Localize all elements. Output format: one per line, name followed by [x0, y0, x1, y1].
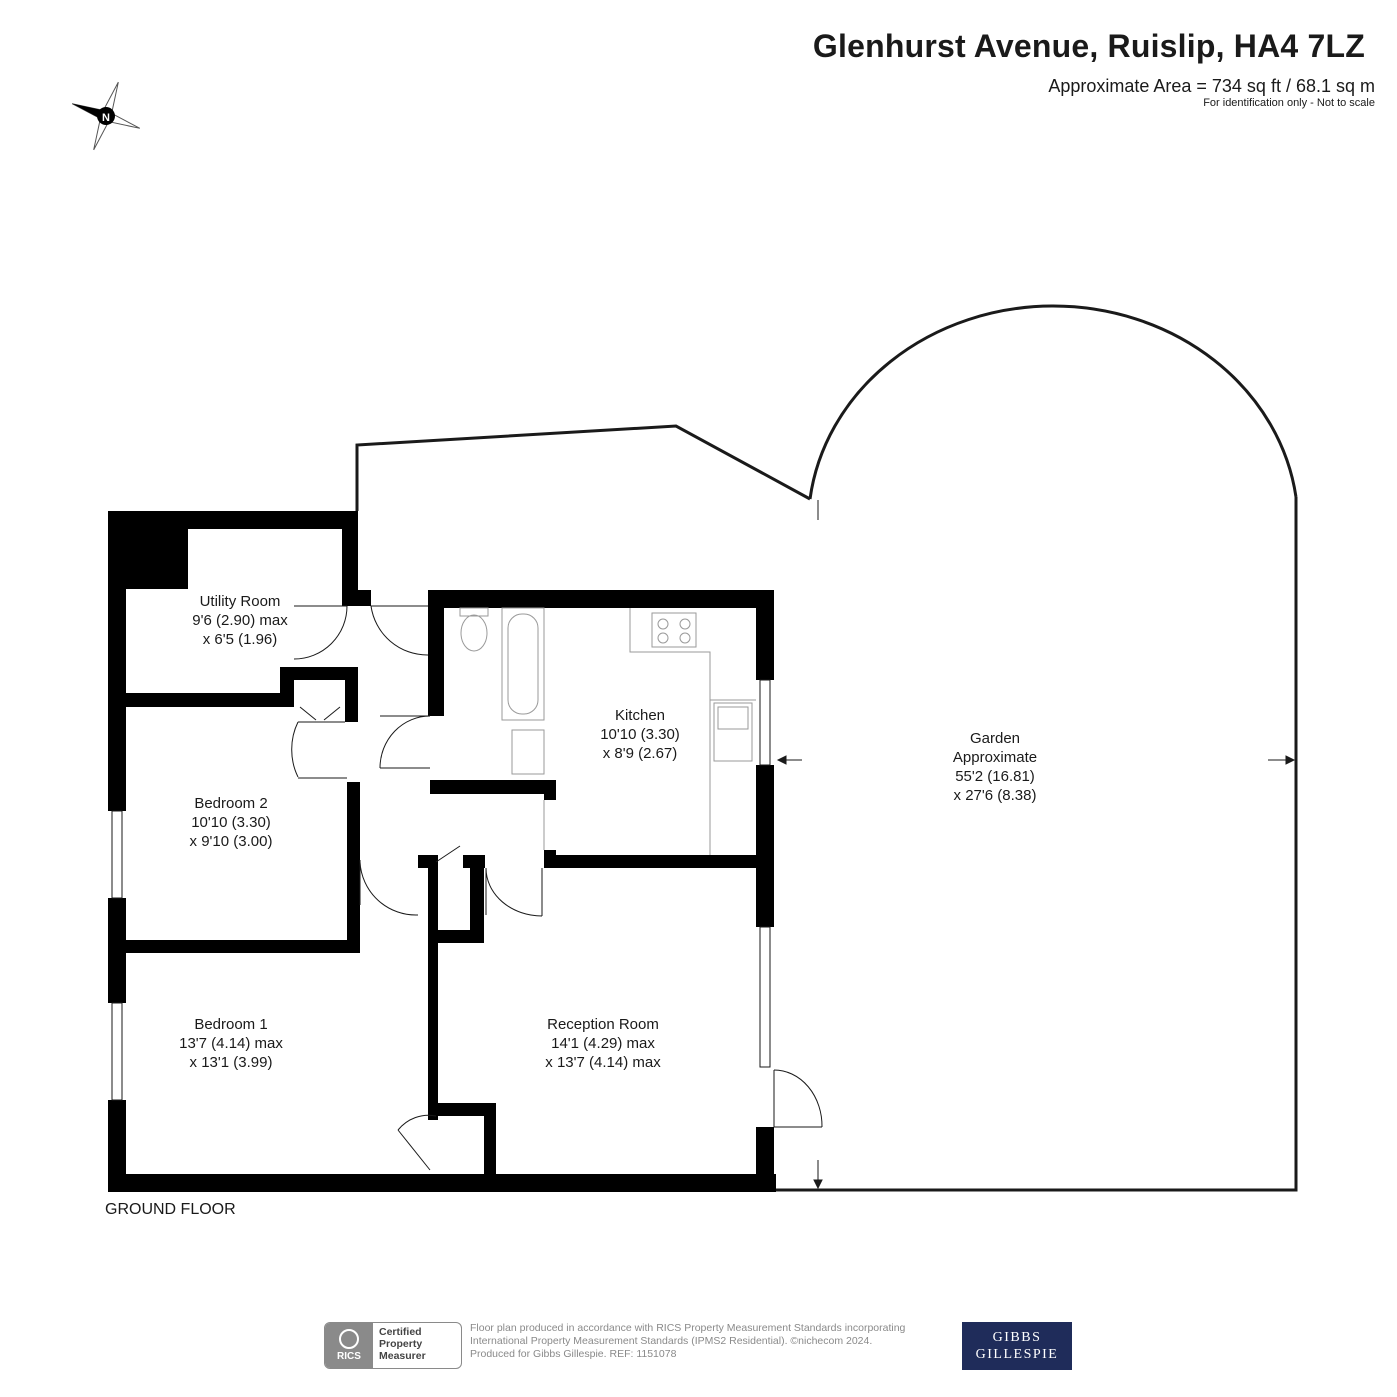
walls: [108, 511, 776, 1192]
bedroom2-dim2: x 9'10 (3.00): [190, 833, 273, 850]
utility-room-dim2: x 6'5 (1.96): [203, 631, 278, 648]
bedroom1-name: Bedroom 1: [194, 1016, 267, 1033]
kitchen-name: Kitchen: [615, 707, 665, 724]
agent-logo: GIBBS GILLESPIE: [962, 1322, 1072, 1370]
garden-name: Garden: [970, 730, 1020, 747]
rics-badge-text: Certified Property Measurer: [373, 1323, 461, 1368]
fixtures: [459, 607, 756, 855]
garden-dim2: x 27'6 (8.38): [954, 787, 1037, 804]
bedroom1-dim2: x 13'1 (3.99): [190, 1054, 273, 1071]
rics-mark-icon: [339, 1329, 359, 1349]
kitchen-dim2: x 8'9 (2.67): [603, 745, 678, 762]
footer-line3: Produced for Gibbs Gillespie. REF: 11510…: [470, 1348, 677, 1360]
page-title: Glenhurst Avenue, Ruislip, HA4 7LZ: [812, 28, 1365, 64]
reception-dim1: 14'1 (4.29) max: [551, 1035, 655, 1052]
kitchen-dim1: 10'10 (3.30): [600, 726, 680, 743]
garden-dimension-arrows: [776, 500, 1296, 1190]
rics-logo-text: RICS: [337, 1351, 361, 1362]
footer-disclaimer: Floor plan produced in accordance with R…: [470, 1322, 970, 1361]
room-label-utility: Utility Room 9'6 (2.90) max x 6'5 (1.96): [192, 593, 288, 648]
doors: [291, 605, 823, 1171]
rics-logo: RICS: [325, 1323, 373, 1368]
utility-room-dim1: 9'6 (2.90) max: [192, 612, 288, 629]
floor-label: GROUND FLOOR: [105, 1201, 236, 1218]
rics-line2: Property: [379, 1338, 423, 1350]
room-label-garden: Garden Approximate 55'2 (16.81) x 27'6 (…: [953, 730, 1037, 804]
rics-line1: Certified: [379, 1326, 422, 1338]
agent-logo-line1: GIBBS: [992, 1330, 1042, 1345]
utility-room-name: Utility Room: [200, 593, 281, 610]
room-label-reception: Reception Room 14'1 (4.29) max x 13'7 (4…: [545, 1016, 661, 1071]
room-label-bedroom1: Bedroom 1 13'7 (4.14) max x 13'1 (3.99): [179, 1016, 283, 1071]
rics-line3: Measurer: [379, 1350, 426, 1362]
reception-dim2: x 13'7 (4.14) max: [545, 1054, 661, 1071]
bedroom2-dim1: 10'10 (3.30): [191, 814, 271, 831]
bedroom1-dim1: 13'7 (4.14) max: [179, 1035, 283, 1052]
windows: [111, 679, 771, 1101]
scale-note: For identification only - Not to scale: [1203, 97, 1375, 109]
room-label-kitchen: Kitchen 10'10 (3.30) x 8'9 (2.67): [600, 707, 680, 762]
footer-line1: Floor plan produced in accordance with R…: [470, 1322, 906, 1334]
reception-name: Reception Room: [547, 1016, 659, 1033]
compass-icon: [71, 81, 141, 151]
bedroom2-name: Bedroom 2: [194, 795, 267, 812]
garden-outline: [355, 304, 1298, 1192]
footer-line2: International Property Measurement Stand…: [470, 1335, 873, 1347]
garden-dim1: 55'2 (16.81): [955, 768, 1035, 785]
room-label-bedroom2: Bedroom 2 10'10 (3.30) x 9'10 (3.00): [190, 795, 273, 850]
rics-badge: RICS Certified Property Measurer: [324, 1322, 462, 1369]
garden-name2: Approximate: [953, 749, 1037, 766]
area-summary: Approximate Area = 734 sq ft / 68.1 sq m: [1048, 76, 1375, 96]
compass-north-label: N: [102, 112, 110, 124]
agent-logo-line2: GILLESPIE: [975, 1347, 1059, 1362]
